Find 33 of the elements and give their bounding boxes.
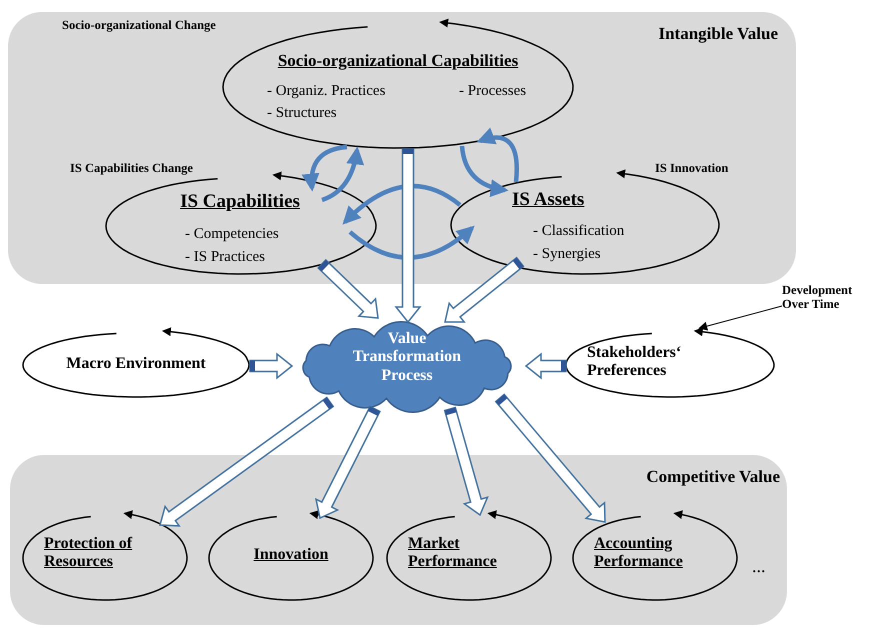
list-item: - Structures: [267, 105, 338, 122]
list-item: - IS Practices: [185, 249, 266, 266]
annotation-text: Socio-organizational Change: [62, 18, 217, 32]
heading: Socio-organizational Capabilities: [276, 51, 520, 71]
node-label: Value Transformation Process: [352, 330, 462, 386]
curved-arrow: [321, 146, 364, 202]
annotation-text: IS Innovation: [655, 161, 730, 176]
heading: IS Capabilities: [179, 191, 301, 213]
node-label: Macro Environment: [65, 355, 207, 374]
curved-arrow: [460, 146, 509, 196]
annotation-text: IS Capabilities Change: [70, 161, 194, 176]
group-panel: [10, 455, 787, 625]
group-panel: [8, 12, 796, 284]
node-label: Protection of Resources: [44, 535, 134, 572]
leader-line: [698, 306, 782, 330]
node-label: Stakeholders‘ Preferences: [587, 344, 682, 381]
group-title: Competitive Value: [645, 467, 780, 487]
annotation-text: Development Over Time: [782, 283, 854, 312]
list-item: - Organiz. Practices: [267, 83, 386, 100]
heading: IS Assets: [512, 189, 586, 211]
list-item: - Processes: [459, 83, 528, 100]
curved-arrow: [348, 226, 475, 260]
curved-arrow: [302, 144, 348, 192]
curved-arrow: [476, 128, 519, 182]
node-label: Market Performance: [408, 535, 498, 572]
group-title: Intangible Value: [657, 24, 778, 44]
list-item: - Classification: [533, 223, 626, 240]
node-label: Accounting Performance: [594, 535, 684, 572]
node-label: Innovation: [252, 546, 330, 564]
list-item: - Competencies: [185, 226, 280, 244]
ellipsis-text: ...: [752, 556, 766, 577]
list-item: - Synergies: [533, 246, 602, 264]
curved-arrow: [342, 184, 462, 224]
